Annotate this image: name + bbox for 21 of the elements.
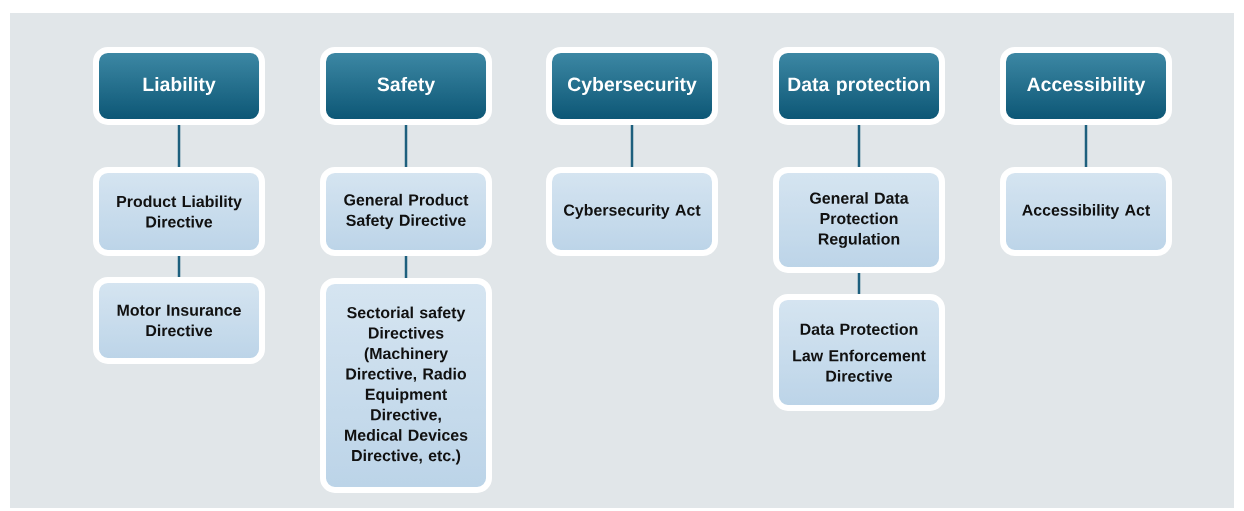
connector-line	[857, 272, 861, 294]
connector-line	[1084, 125, 1088, 167]
connector-line	[404, 255, 408, 278]
directive-box: Motor Insurance Directive	[93, 277, 265, 364]
directive-box: Product Liability Directive	[93, 167, 265, 256]
category-box: Cybersecurity	[546, 47, 718, 125]
directive-box: Accessibility Act	[1000, 167, 1172, 256]
directive-box: Sectorial safety Directives (Machinery Directive, Radio Equipment Directive, Medical Devices Directive, etc.)	[320, 278, 492, 493]
directive-box: General Data Protection Regulation	[773, 167, 945, 273]
connector-line	[857, 125, 861, 167]
connector-line	[177, 125, 181, 167]
directive-box: General Product Safety Directive	[320, 167, 492, 256]
category-box: Data protection	[773, 47, 945, 125]
category-box: Safety	[320, 47, 492, 125]
category-box: Accessibility	[1000, 47, 1172, 125]
directive-box: Cybersecurity Act	[546, 167, 718, 256]
category-box: Liability	[93, 47, 265, 125]
connector-line	[404, 125, 408, 167]
connector-line	[630, 125, 634, 167]
directive-box: Data Protection Law Enforcement Directive	[773, 294, 945, 411]
connector-line	[177, 255, 181, 277]
